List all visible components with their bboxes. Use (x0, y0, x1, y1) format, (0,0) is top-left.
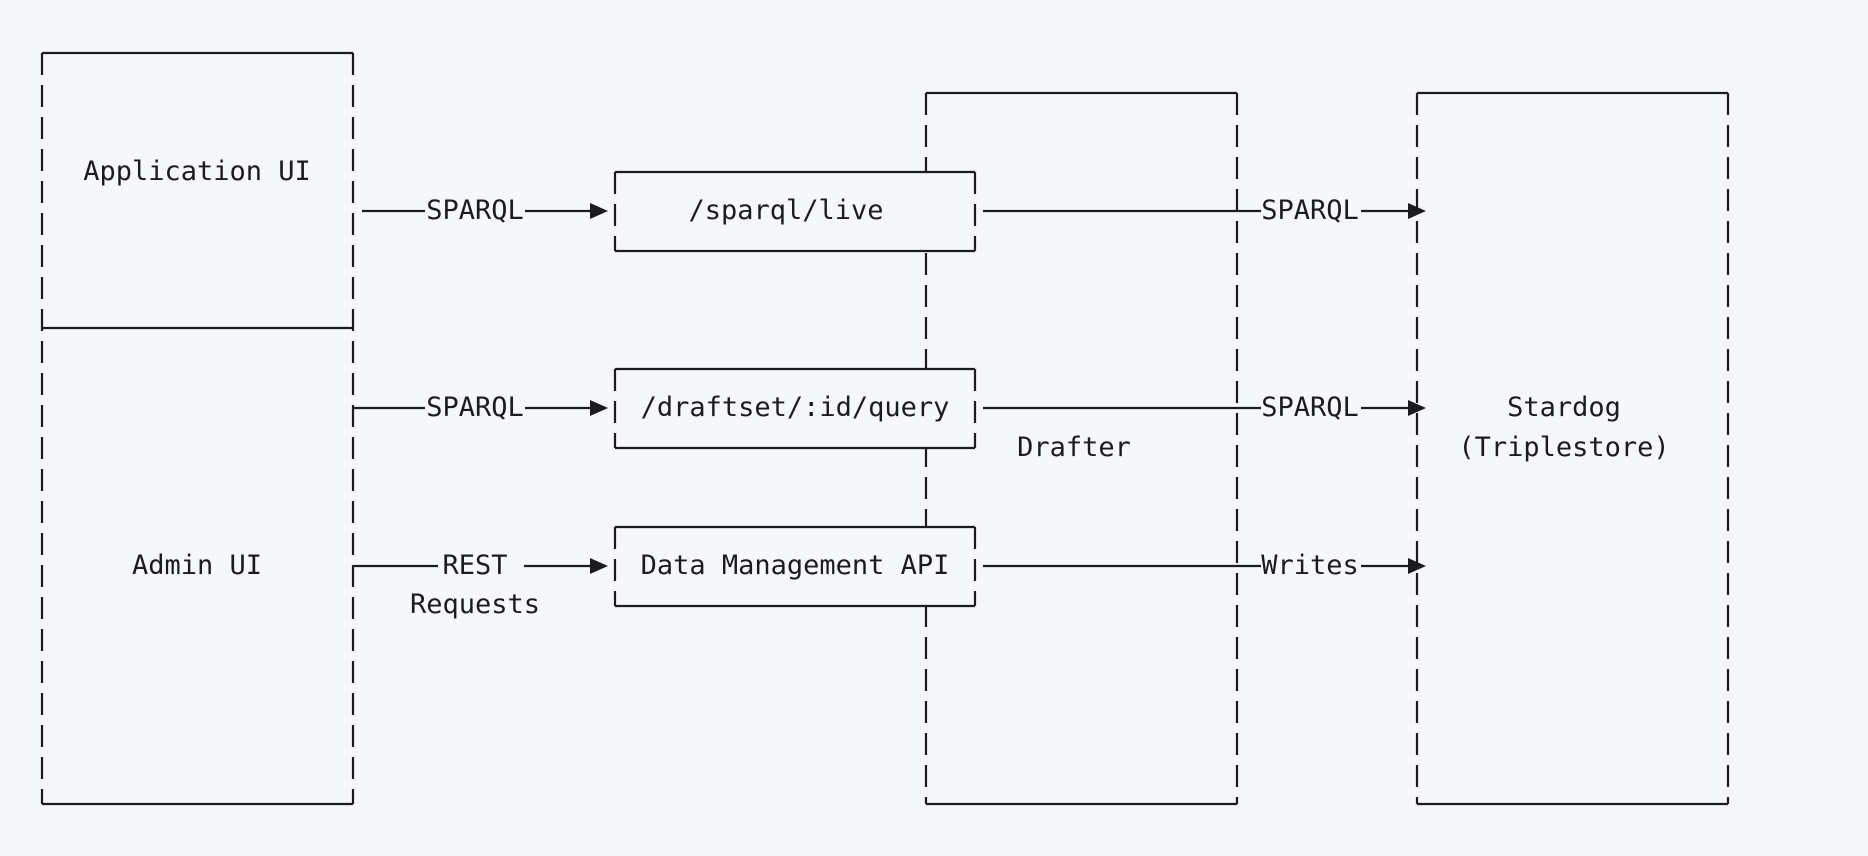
edge-live-to-stardog-arrowhead (1408, 203, 1426, 219)
sparql-live-label: /sparql/live (688, 195, 883, 226)
edge-admin-to-api-label: REST (442, 550, 507, 581)
edge-query-to-stardog-arrowhead (1408, 400, 1426, 416)
edge-app-to-live-label: SPARQL (426, 195, 524, 226)
edge-query-to-stardog: SPARQL (983, 389, 1426, 423)
edge-live-to-stardog-label: SPARQL (1261, 195, 1359, 226)
edge-admin-to-api-label-line2: Requests (410, 589, 540, 620)
edge-admin-to-query: SPARQL (353, 389, 608, 423)
edge-app-to-live: SPARQL (362, 192, 608, 226)
edge-api-to-stardog-label: Writes (1261, 550, 1359, 581)
edge-admin-to-api-arrowhead (590, 558, 608, 574)
sparql-live-box (613, 170, 977, 253)
application-ui-label: Application UI (83, 156, 311, 187)
edge-app-to-live-arrowhead (590, 203, 608, 219)
stardog-box (1415, 91, 1730, 806)
edge-admin-to-query-label: SPARQL (426, 392, 524, 423)
edge-api-to-stardog-arrowhead (1408, 558, 1426, 574)
edge-api-to-stardog: Writes (983, 547, 1426, 581)
triplestore-label: (Triplestore) (1458, 432, 1669, 463)
draftset-query-box (613, 367, 977, 450)
edge-admin-to-api: REST Requests (353, 547, 608, 620)
draftset-query-label: /draftset/:id/query (641, 392, 950, 423)
client-column (40, 51, 355, 806)
data-management-api-label: Data Management API (641, 550, 950, 581)
edge-live-to-stardog: SPARQL (983, 192, 1426, 226)
data-management-api-box (613, 525, 977, 608)
edge-admin-to-query-arrowhead (590, 400, 608, 416)
edge-query-to-stardog-label: SPARQL (1261, 392, 1359, 423)
admin-ui-label: Admin UI (132, 550, 262, 581)
stardog-label: Stardog (1507, 392, 1621, 423)
drafter-label: Drafter (1017, 432, 1131, 463)
